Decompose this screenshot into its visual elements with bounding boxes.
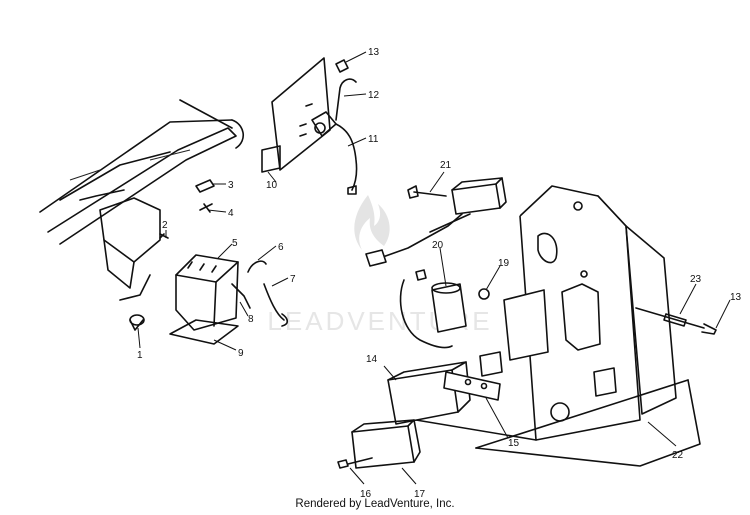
rectifier-part: [387, 361, 471, 425]
spacer-part: [663, 313, 687, 327]
callout-1: 1: [137, 350, 143, 361]
callout-10: 10: [266, 180, 278, 191]
plate-part: [443, 371, 501, 401]
exploded-view: LEADVENTURE: [39, 47, 742, 500]
callout-15: 15: [508, 438, 520, 449]
mounting-plate-part: [261, 57, 337, 173]
callouts: 1 2 3 4 5 6 7 8 9 10 11 12 13 13 14 15 1…: [137, 47, 742, 500]
callout-3: 3: [228, 180, 234, 191]
callout-12: 12: [368, 90, 380, 101]
callout-13-top: 13: [368, 47, 380, 58]
relay-part: [365, 177, 507, 267]
module-part: [351, 419, 421, 469]
callout-16: 16: [360, 489, 372, 500]
callout-20: 20: [432, 240, 444, 251]
ground-cable-part: [263, 283, 289, 327]
bolt-part-2: [337, 457, 373, 469]
connector-part: [195, 179, 215, 193]
footer-credit: Rendered by LeadVenture, Inc.: [295, 498, 455, 510]
clamp-part: [129, 314, 145, 331]
battery-strap-part: [231, 283, 251, 309]
callout-14: 14: [366, 354, 378, 365]
callout-13-right: 13: [730, 292, 742, 303]
battery-pad-part: [169, 319, 239, 345]
callout-11: 11: [368, 134, 379, 145]
callout-2: 2: [162, 220, 168, 231]
battery-cable-part: [247, 260, 267, 273]
leader-lines: [137, 51, 731, 485]
callout-7: 7: [290, 274, 296, 285]
callout-9: 9: [238, 348, 244, 359]
callout-19: 19: [498, 258, 510, 269]
fastener-part: [199, 203, 213, 213]
callout-6: 6: [278, 242, 284, 253]
callout-4: 4: [228, 208, 234, 219]
ignition-coil-part: [399, 269, 467, 349]
callout-23: 23: [690, 274, 702, 285]
flame-logo-icon: [354, 195, 390, 250]
callout-21: 21: [440, 160, 452, 171]
bolt-part: [335, 59, 349, 73]
callout-5: 5: [232, 238, 238, 249]
washer-part: [478, 288, 490, 300]
callout-17: 17: [414, 489, 426, 500]
bracket-part: [503, 289, 549, 361]
frame-assembly: [39, 99, 244, 301]
callout-8: 8: [248, 314, 254, 325]
callout-22: 22: [672, 450, 684, 461]
long-bolt-part: [635, 307, 717, 335]
battery-part: [175, 254, 239, 331]
ignition-wire-part: [335, 78, 358, 195]
screw-part: [159, 233, 169, 239]
